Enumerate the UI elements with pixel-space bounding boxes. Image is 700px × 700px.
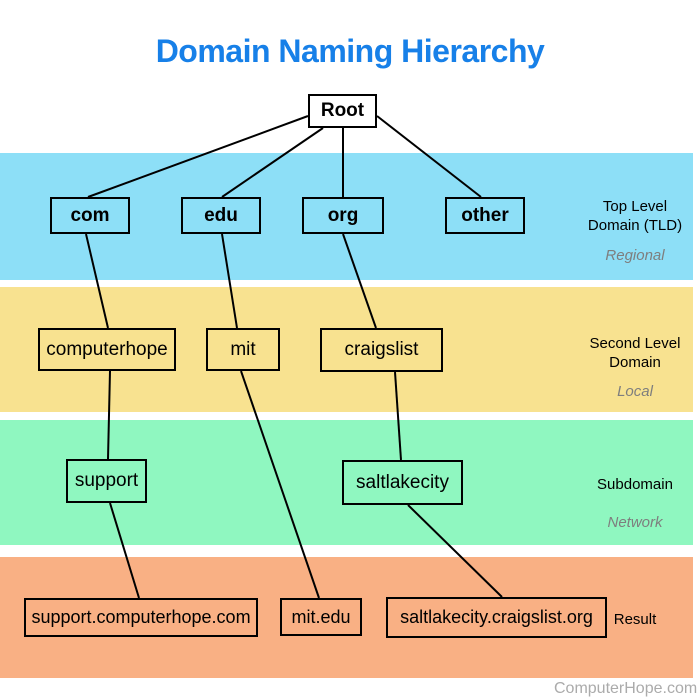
node-result-support-computerhope-com: support.computerhope.com <box>24 598 258 637</box>
label-line: Second Level <box>589 335 681 352</box>
node-support: support <box>66 459 147 503</box>
label-scope-regional: Regional <box>605 247 665 264</box>
label-scope-local: Local <box>617 383 653 400</box>
node-result-saltlakecity-craigslist-org: saltlakecity.craigslist.org <box>386 597 607 638</box>
edge-computerhope-support <box>107 370 111 460</box>
node-other: other <box>445 197 525 234</box>
computerhope-watermark: ComputerHope.com <box>554 680 698 697</box>
edge-mit-mitedu <box>240 370 320 599</box>
edge-org-craigslist <box>342 233 377 329</box>
node-mit: mit <box>206 328 280 371</box>
label-scope-network: Network <box>607 514 663 531</box>
edge-root-other <box>376 115 482 198</box>
label-top-level-domain: Top Level Domain (TLD) Regional <box>570 197 700 265</box>
edge-root-com <box>87 115 309 198</box>
node-edu: edu <box>181 197 261 234</box>
node-result-mit-edu: mit.edu <box>280 598 362 636</box>
edge-support-result <box>109 502 140 599</box>
band-result <box>0 557 693 678</box>
label-line: Domain <box>609 354 661 371</box>
label-line: Top Level <box>602 198 668 215</box>
node-computerhope: computerhope <box>38 328 176 371</box>
node-craigslist: craigslist <box>320 328 443 372</box>
edge-root-edu <box>221 127 324 198</box>
label-result: Result <box>570 610 700 629</box>
band-tld <box>0 153 693 280</box>
label-line: Result <box>613 611 657 628</box>
label-line: Subdomain <box>597 476 673 493</box>
edge-com-computerhope <box>85 233 109 329</box>
node-root: Root <box>308 94 377 128</box>
edge-craigslist-saltlakecity <box>394 371 402 461</box>
label-line: Domain (TLD) <box>587 217 683 234</box>
edge-saltlakecity-result <box>407 504 503 598</box>
label-second-level-domain: Second Level Domain Local <box>570 334 700 401</box>
edge-edu-mit <box>221 233 238 329</box>
node-com: com <box>50 197 130 234</box>
node-saltlakecity: saltlakecity <box>342 460 463 505</box>
page-title: Domain Naming Hierarchy <box>155 33 545 69</box>
label-subdomain: Subdomain Network <box>570 475 700 532</box>
node-org: org <box>302 197 384 234</box>
band-sld <box>0 287 693 412</box>
